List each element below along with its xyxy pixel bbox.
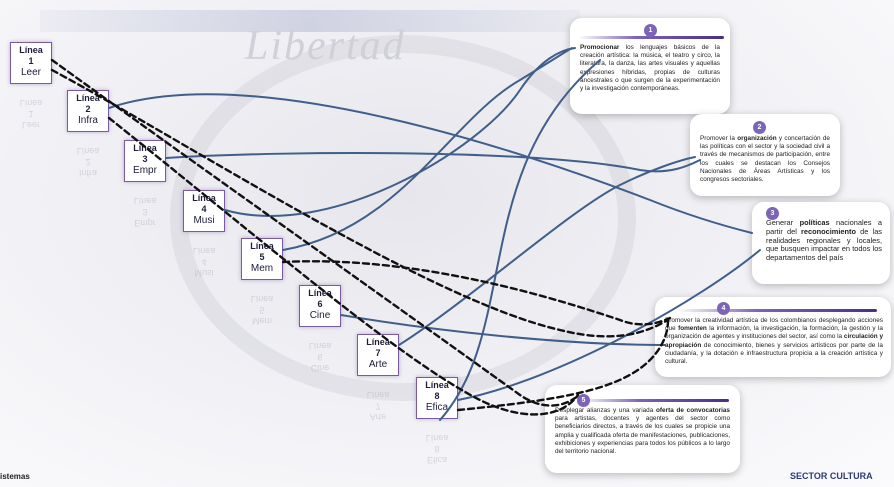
objective-card-3[interactable]: 3 Generar políticas nacionales a partir … — [752, 202, 890, 284]
card-3-number-badge: 3 — [766, 207, 779, 220]
dashed-link-efica-4 — [456, 318, 670, 412]
solid-link-cine-4 — [340, 314, 666, 346]
dashed-link-leer-5 — [50, 58, 577, 407]
card-4-number-badge: 4 — [717, 302, 730, 315]
objective-card-2[interactable]: 2 Promover la organización y concertació… — [690, 114, 840, 196]
card-4-accent-bar — [677, 309, 877, 312]
footer-sector-label: SECTOR CULTURA — [790, 471, 873, 481]
objective-card-5[interactable]: 5 Desplegar alianzas y una variada ofert… — [545, 385, 740, 473]
solid-link-arte-2 — [398, 156, 696, 346]
solid-link-musi-1 — [224, 47, 576, 217]
objective-card-1[interactable]: 1 Promocionar los lenguajes básicos de l… — [570, 18, 730, 114]
card-1-number-badge: 1 — [644, 24, 657, 37]
objective-card-4[interactable]: 4 Promover la creatividad artística de l… — [655, 297, 891, 377]
solid-link-efica-1 — [439, 59, 601, 421]
dashed-link-infra-5 — [107, 116, 580, 416]
top-band-decoration — [40, 10, 580, 32]
solid-link-mem-1 — [282, 47, 573, 251]
solid-link-empr-2 — [165, 152, 701, 173]
solid-link-efica-3 — [457, 249, 761, 401]
card-1-accent-bar — [578, 36, 724, 39]
card-5-number-badge: 5 — [577, 394, 590, 407]
libertad-watermark: Libertad — [245, 23, 406, 69]
footer-left-text: istemas — [0, 472, 30, 481]
card-5-accent-bar — [579, 399, 729, 402]
dashed-link-leer-4 — [50, 68, 670, 338]
card-2-number-badge: 2 — [753, 121, 766, 134]
solid-link-infra-3 — [108, 93, 753, 234]
dashed-link-mem-4 — [281, 260, 672, 326]
